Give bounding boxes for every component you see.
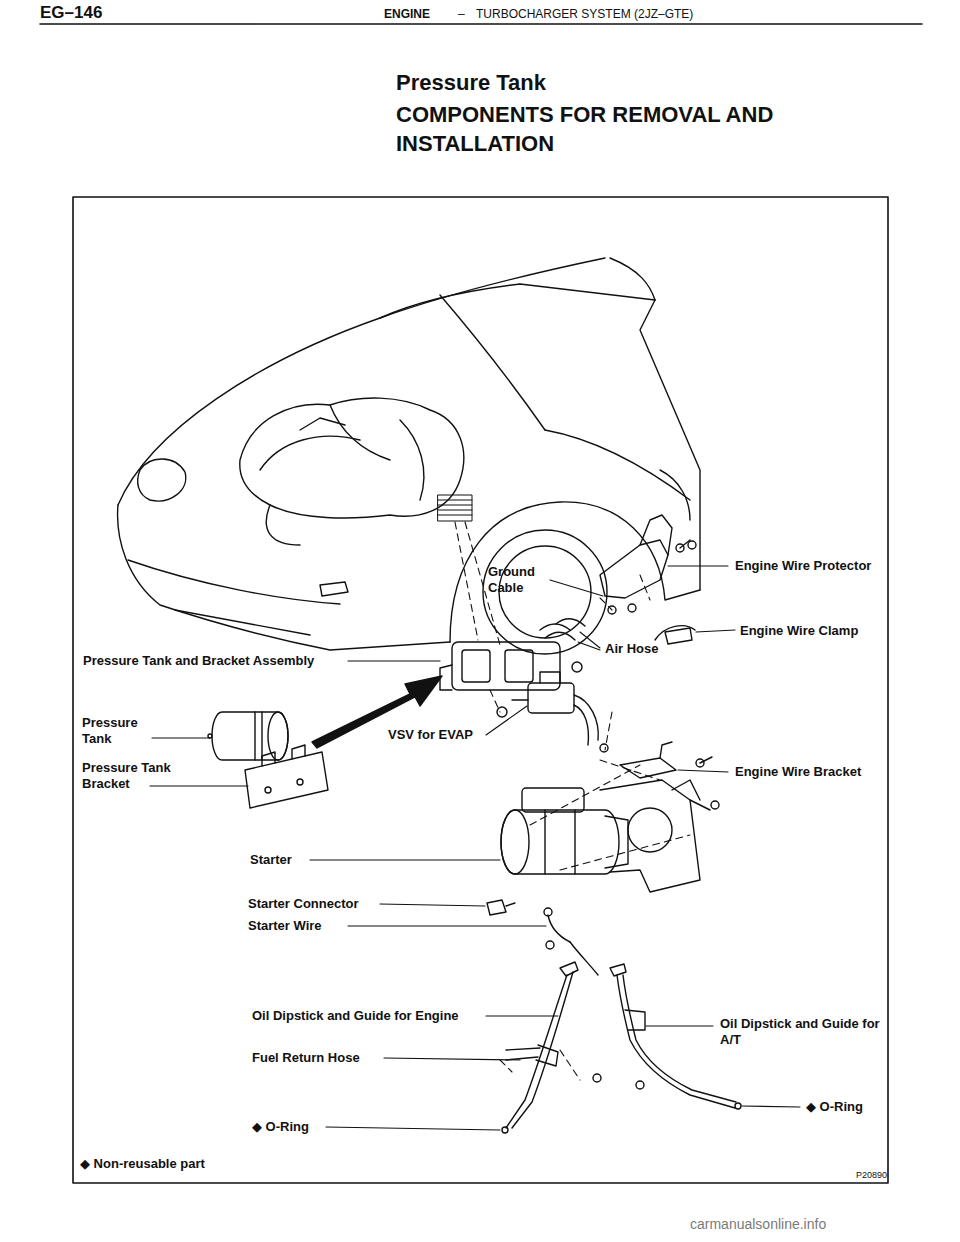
section-name: ENGINE — [384, 7, 430, 21]
part-name: Oil Dipstick and Guide for Engine — [252, 1008, 459, 1024]
engine-wire-bracket — [620, 742, 712, 778]
pressure-tank — [208, 712, 288, 760]
starter-wiring — [487, 900, 598, 975]
part-name: Pressure Tank Bracket — [82, 760, 194, 791]
air-hose — [540, 619, 585, 640]
engine-dipstick — [502, 962, 601, 1133]
engine-wire-clamp — [655, 626, 695, 644]
figure-frame — [73, 197, 888, 1183]
car-outline — [118, 258, 700, 654]
header-rule — [40, 23, 922, 25]
watermark: carmanualsonline.info — [690, 1216, 826, 1233]
separator: – — [458, 7, 465, 21]
part-name: Starter Connector — [248, 896, 359, 912]
figure-code: P20890 — [856, 1170, 887, 1181]
part-name: Starter — [250, 852, 292, 868]
page-title: Pressure Tank — [396, 70, 546, 96]
part-name: ◆ O-Ring — [252, 1119, 309, 1135]
page-number: EG–146 — [40, 3, 102, 23]
engine-wire-protector — [600, 515, 696, 614]
legend-note: ◆ Non-reusable part — [80, 1156, 205, 1172]
engine-outline — [240, 398, 464, 545]
vsv-evap — [512, 672, 608, 752]
location-lines — [455, 522, 690, 1080]
part-name: Air Hose — [605, 641, 658, 657]
part-name: Engine Wire Protector — [735, 558, 871, 574]
part-name: Ground Cable — [488, 564, 546, 595]
engine-flange — [600, 780, 719, 892]
part-name: Engine Wire Clamp — [740, 623, 858, 639]
leader-lines — [150, 566, 800, 1130]
part-name: Oil Dipstick and Guide for A/T — [720, 1016, 888, 1047]
pressure-tank-assembly — [440, 642, 582, 717]
section-subject: TURBOCHARGER SYSTEM (2JZ–GTE) — [476, 7, 693, 21]
part-name: ◆ O-Ring — [806, 1099, 863, 1115]
starter-motor — [501, 788, 628, 874]
page-subtitle: COMPONENTS FOR REMOVAL AND INSTALLATION — [396, 101, 856, 158]
part-name: Engine Wire Bracket — [735, 764, 861, 780]
pressure-tank-bracket — [245, 745, 328, 808]
part-name: Pressure Tank — [82, 715, 150, 746]
intercooler-hatch — [438, 495, 472, 521]
part-name: Starter Wire — [248, 918, 322, 934]
part-name: Fuel Return Hose — [252, 1050, 360, 1066]
part-name: VSV for EVAP — [388, 727, 473, 743]
part-name: Pressure Tank and Bracket Assembly — [83, 653, 314, 669]
